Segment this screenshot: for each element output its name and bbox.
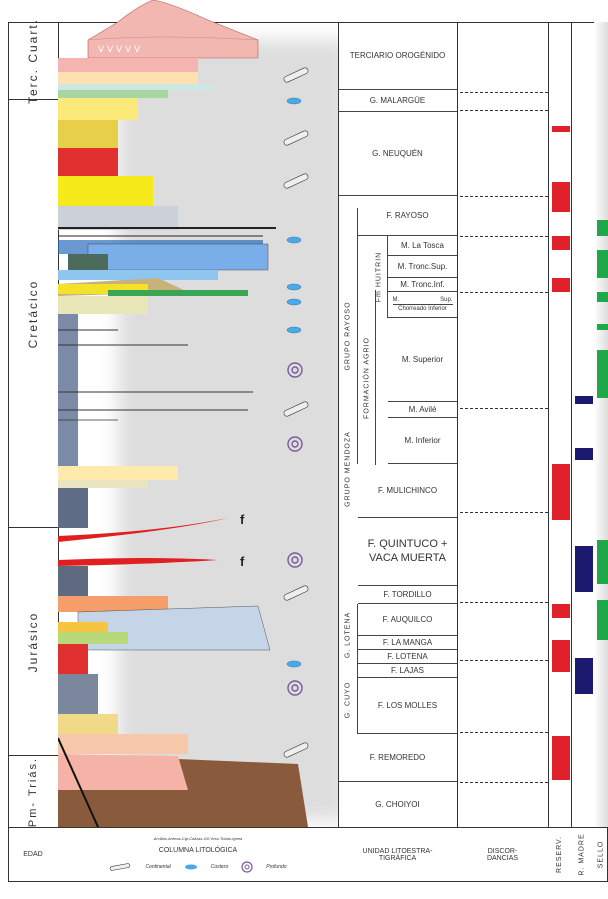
- layer: [108, 290, 248, 296]
- footer-columna: Arcillas-Arenas-Cgl-Calizas-Gil-Yeso-Tob…: [58, 827, 338, 882]
- unit-m-inferior: M. Inferior: [388, 418, 457, 464]
- layer: [58, 58, 198, 72]
- columna-label: COLUMNA LITOLÓGICA: [159, 847, 237, 854]
- age-terc-cuart: Terc. Cuart.: [8, 22, 58, 100]
- age-jurasico: Jurásico: [8, 528, 58, 756]
- layer: [58, 296, 148, 314]
- unit-la-manga: F. LA MANGA: [358, 636, 457, 650]
- unit-mulichinco: F. MULICHINCO: [358, 464, 457, 518]
- unit-neuquen: G. NEUQUÉN: [338, 112, 457, 196]
- layer: [58, 480, 148, 488]
- unit-tronc-sup: M. Tronc.Sup.: [388, 256, 457, 278]
- unit-los-molles: F. LOS MOLLES: [358, 678, 457, 734]
- legend-costero: Costero: [211, 864, 229, 870]
- unit-lajas: F. LAJAS: [358, 664, 457, 678]
- fossil-mark: f: [240, 554, 244, 569]
- age-cretacico: Cretácico: [8, 100, 58, 528]
- chorreado-inferior-label: Chorreado Inferior: [398, 306, 447, 312]
- layer: [58, 714, 118, 734]
- layer: [58, 90, 168, 98]
- layer: [58, 270, 218, 280]
- unit-rayoso: F. RAYOSO: [358, 196, 457, 236]
- fossil-mark: f: [240, 512, 244, 527]
- footer-edad: EDAD: [8, 827, 58, 882]
- layer: [58, 674, 98, 714]
- reservoir-bar: [552, 182, 570, 212]
- group-lotena: G. LOTENA: [338, 604, 358, 666]
- layer: [58, 148, 118, 176]
- source-rock-bar: [575, 546, 593, 592]
- unit-la-tosca: M. La Tosca: [388, 236, 457, 256]
- fossil-legend: Continental Costero Profundo: [109, 860, 286, 874]
- seal-bar: [597, 292, 608, 302]
- source-rock-bar: [575, 658, 593, 694]
- layer: [58, 734, 188, 754]
- age-column: Terc. Cuart. Cretácico Jurásico Pm- Triá…: [8, 22, 58, 827]
- svg-text:V V V V V: V V V V V: [98, 45, 141, 55]
- layer: [58, 120, 118, 148]
- footer-reserv: RESERV.: [548, 827, 571, 882]
- unit-lotena: F. LOTENA: [358, 650, 457, 664]
- footer-sello: SELLO: [594, 827, 608, 882]
- group-cuyo: G. CUYO: [338, 666, 358, 734]
- coastal-legend-icon: [183, 863, 199, 871]
- reservoir-bar: [552, 126, 570, 132]
- layer: [58, 98, 138, 120]
- seal-bar: [597, 350, 608, 398]
- reservoir-bar: [552, 464, 570, 520]
- unit-chorreado: M. Sup. Chorreado Inferior: [388, 292, 457, 318]
- units-right-border: [457, 22, 458, 827]
- unit-choiyoi: G. CHOIYOI: [338, 782, 457, 827]
- chorreado-m-label: M.: [393, 297, 400, 303]
- chorreado-sup-label: Sup.: [440, 297, 452, 303]
- seal-bar: [597, 324, 608, 330]
- unit-auquilco: F. AUQUILCO: [358, 604, 457, 636]
- unit-malargue: G. MALARGÜE: [338, 90, 457, 112]
- lithology-note: Arcillas-Arenas-Cgl-Calizas-Gil-Yeso-Tob…: [154, 836, 243, 841]
- layer: [58, 644, 88, 674]
- reservoir-bar: [552, 278, 570, 292]
- layer: [88, 244, 268, 270]
- group-huitrin: Fm HUITRIN: [370, 236, 388, 318]
- unit-m-superior: M. Superior: [388, 318, 457, 402]
- seal-bar: [597, 540, 608, 584]
- layer: [58, 466, 178, 480]
- footer-discordancias: DISCOR-DANCIAS: [457, 827, 548, 882]
- layer: [58, 84, 213, 90]
- layer: [58, 488, 88, 528]
- layer: [58, 754, 188, 790]
- reservoir-bar: [552, 736, 570, 780]
- group-mendoza: GRUPO MENDOZA: [338, 334, 358, 604]
- age-pm-trias: Pm- Triás.: [8, 756, 58, 827]
- layer: [58, 206, 178, 230]
- seal-bar: [597, 250, 608, 278]
- unit-quintuco: F. QUINTUCO + VACA MUERTA: [358, 518, 457, 586]
- footer-rmadre: R. MADRE: [571, 827, 594, 882]
- deep-legend-icon: [240, 860, 254, 874]
- seal-bar: [597, 220, 608, 236]
- source-rock-bar: [575, 396, 593, 404]
- reservoir-bar: [552, 236, 570, 250]
- source-rock-bar: [575, 448, 593, 460]
- unit-remoredo: F. REMOREDO: [338, 734, 457, 782]
- legend-profundo: Profundo: [266, 864, 286, 870]
- unit-m-avile: M. Avilé: [388, 402, 457, 418]
- unit-tronc-inf: M. Tronc.Inf.: [388, 278, 457, 292]
- lithologic-column: V V V V V: [58, 0, 338, 827]
- unit-terciario: TERCIARIO OROGÉNIDO: [338, 22, 457, 90]
- layer: [58, 632, 128, 644]
- reservoir-bar: [552, 640, 570, 672]
- seal-bar: [597, 600, 608, 640]
- layer: [58, 176, 153, 206]
- unit-tordillo: F. TORDILLO: [358, 586, 457, 604]
- legend-continental: Continental: [145, 864, 170, 870]
- footer-unidad: UNIDAD LITOESTRA-TIGRÁFICA: [338, 827, 457, 882]
- reservoir-bar: [552, 604, 570, 618]
- continental-legend-icon: [109, 863, 133, 871]
- layer: [58, 566, 88, 596]
- layer: [58, 622, 108, 632]
- layer: [58, 72, 198, 84]
